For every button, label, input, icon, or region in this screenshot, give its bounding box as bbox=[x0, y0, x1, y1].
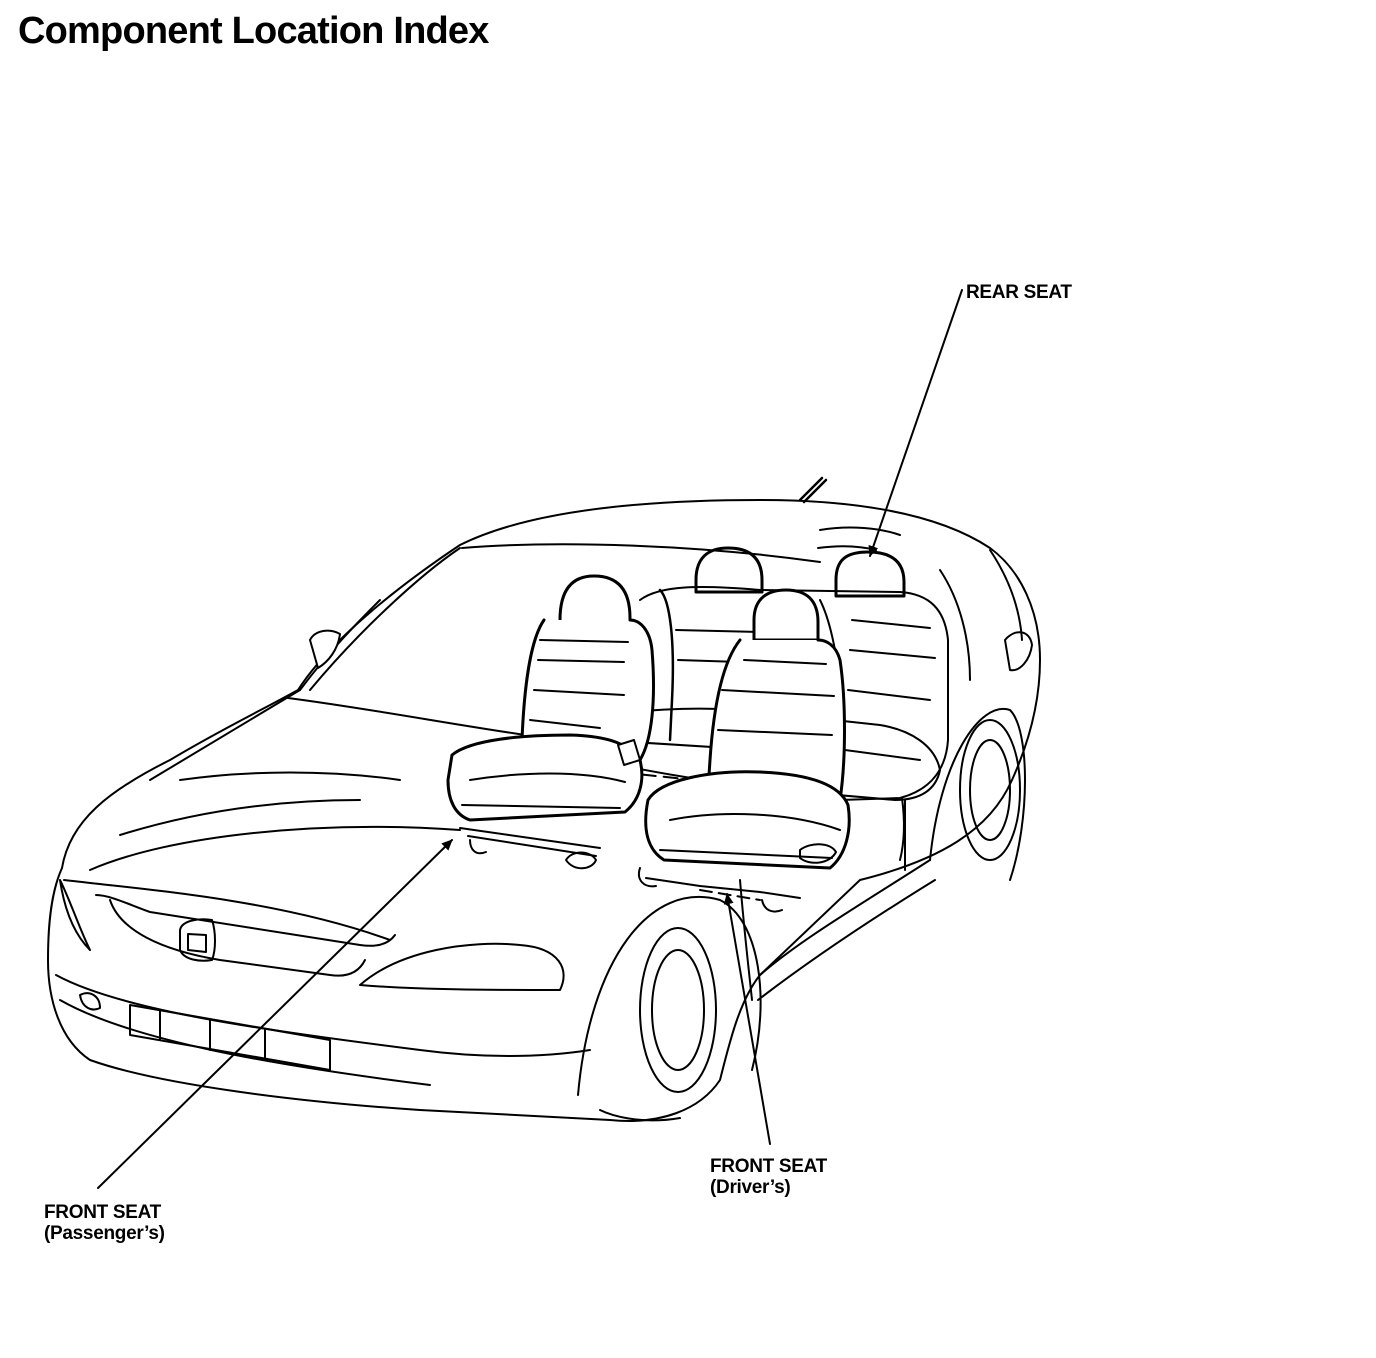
callout-front-seat-driver-sublabel: (Driver’s) bbox=[710, 1177, 791, 1198]
callout-front-seat-passenger-sublabel: (Passenger’s) bbox=[44, 1223, 165, 1244]
callout-front-seat-driver: FRONT SEAT (Driver’s) bbox=[710, 1156, 827, 1198]
arrow-rear-seat bbox=[868, 289, 963, 557]
callout-front-seat-passenger: FRONT SEAT (Passenger’s) bbox=[44, 1202, 165, 1244]
page-title: Component Location Index bbox=[18, 10, 489, 52]
arrow-front-seat-driver bbox=[723, 893, 771, 1145]
callout-front-seat-passenger-label: FRONT SEAT bbox=[44, 1202, 161, 1223]
car-body bbox=[47, 476, 1041, 1122]
callout-front-seat-driver-label: FRONT SEAT bbox=[710, 1156, 827, 1177]
arrow-front-seat-passenger bbox=[97, 839, 453, 1189]
front-seat-driver bbox=[638, 588, 851, 913]
callout-rear-seat: REAR SEAT bbox=[966, 282, 1072, 303]
callout-rear-seat-label: REAR SEAT bbox=[966, 282, 1072, 303]
front-seat-passenger bbox=[446, 574, 655, 870]
